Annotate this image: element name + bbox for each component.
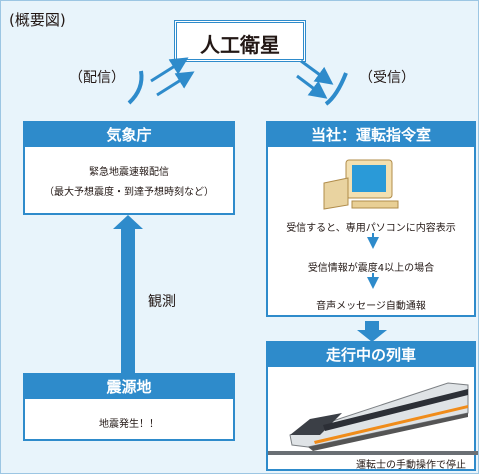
observation-arrow-shaft	[121, 227, 135, 375]
train-title: 走行中の列車	[268, 343, 474, 367]
control-room-box: 当社：運転指令室 受信すると、専用パソコンに内容表示 受信情報が震度4以上の場合…	[266, 121, 476, 317]
downlink-arrow-2	[296, 74, 328, 99]
computer-icon	[323, 159, 399, 210]
jma-box: 気象庁 緊急地震速報配信 （最大予想震度・到達予想時刻など）	[23, 121, 235, 215]
epicenter-box: 震源地 地震発生！！	[23, 373, 235, 441]
jma-line1: 緊急地震速報配信	[89, 167, 169, 178]
train-image	[268, 382, 478, 455]
satellite-box: 人工衛星	[174, 20, 306, 62]
uplink-arrow-1	[150, 57, 189, 83]
jma-line2: （最大予想震度・到達予想時刻など）	[44, 187, 214, 198]
control-room-title: 当社：運転指令室	[268, 123, 474, 147]
satellite-label: 人工衛星	[200, 33, 280, 57]
epicenter-title: 震源地	[25, 375, 233, 399]
downlink-arrow-1	[300, 59, 334, 85]
overview-label: (概要図)	[9, 11, 66, 29]
distribution-label: （配信）	[69, 70, 125, 86]
train-arrow-shaft	[365, 321, 379, 331]
epicenter-text: 地震発生！！	[99, 419, 159, 430]
jma-title: 気象庁	[25, 123, 233, 147]
uplink-arrow-2	[156, 71, 195, 97]
right-dish-icon	[324, 72, 348, 106]
train-box: 走行中の列車 運転士の手動操作で停止	[266, 341, 478, 471]
observation-label: 観測	[148, 294, 176, 310]
left-dish-icon	[127, 70, 144, 105]
control-step-2: 受信情報が震度4以上の場合	[307, 263, 435, 274]
control-step-1: 受信すると、専用パソコンに内容表示	[286, 223, 456, 234]
observation-arrow-head	[113, 215, 143, 229]
reception-label: （受信）	[359, 70, 415, 86]
step-arrows	[367, 233, 379, 289]
control-step-3: 音声メッセージ自動通報	[316, 301, 426, 312]
train-text: 運転士の手動操作で停止	[356, 460, 466, 471]
train-arrow-head	[357, 330, 387, 342]
